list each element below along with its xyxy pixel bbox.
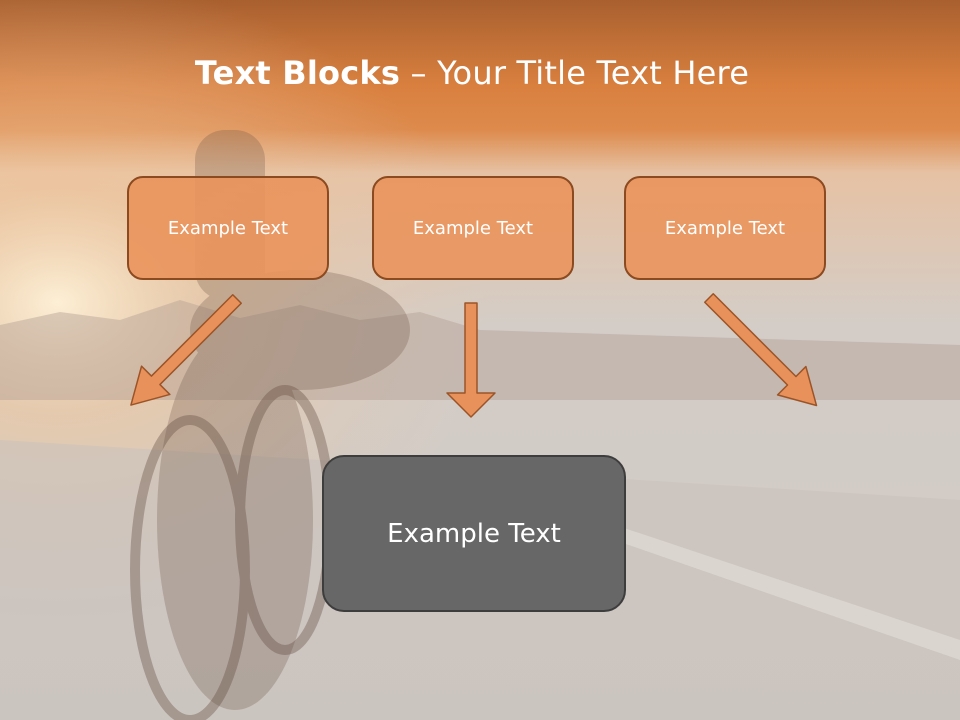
main-text-block[interactable]: Example Text <box>322 455 626 612</box>
main-text-block-label: Example Text <box>387 518 561 549</box>
text-block-2-label: Example Text <box>412 217 534 239</box>
arrow-right-diagonal <box>704 293 818 407</box>
text-block-3-label: Example Text <box>664 217 786 239</box>
arrow-center-down <box>446 302 496 418</box>
arrow-left-diagonal <box>130 294 242 406</box>
title-rest: Your Title Text Here <box>437 54 750 92</box>
text-block-3[interactable]: Example Text <box>624 176 826 280</box>
text-block-1-label: Example Text <box>167 217 289 239</box>
slide-title: Text Blocks – Your Title Text Here <box>0 54 944 92</box>
title-bold: Text Blocks <box>194 54 401 92</box>
title-separator: – <box>400 54 438 92</box>
text-block-1[interactable]: Example Text <box>127 176 329 280</box>
text-block-2[interactable]: Example Text <box>372 176 574 280</box>
